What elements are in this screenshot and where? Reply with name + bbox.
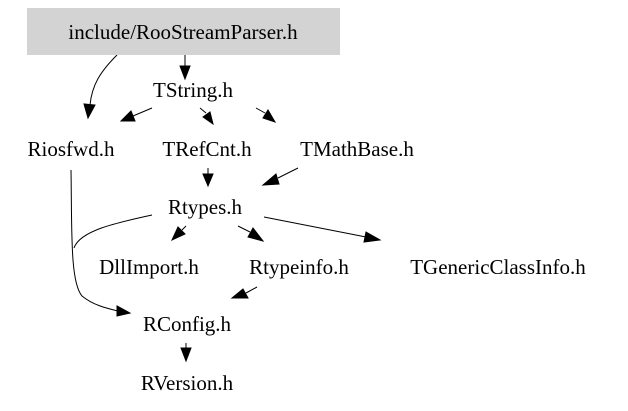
- edge-line: [181, 225, 187, 231]
- node-label: include/RooStreamParser.h: [68, 20, 298, 44]
- node-label: TGenericClassInfo.h: [410, 255, 586, 279]
- arrow-head: [262, 109, 277, 123]
- edge-line: [237, 225, 251, 233]
- node-label: RVersion.h: [141, 371, 234, 395]
- edge-tstring-tmathbase: [255, 107, 277, 123]
- node-rconfig[interactable]: RConfig.h: [143, 312, 232, 336]
- edge-tstring-riosfwd: [119, 107, 153, 122]
- node-label: DllImport.h: [99, 255, 199, 279]
- node-rtypes[interactable]: Rtypes.h: [168, 195, 243, 219]
- arrow-head: [170, 226, 186, 242]
- node-label: Rtypes.h: [168, 195, 243, 219]
- edge-line: [70, 169, 119, 312]
- edge-line: [263, 216, 367, 238]
- edge-line: [73, 214, 153, 249]
- arrow-head: [179, 65, 191, 81]
- nodes: include/RooStreamParser.h TString.h Rios…: [27, 8, 586, 395]
- node-label: Riosfwd.h: [28, 137, 115, 161]
- node-tmathbase[interactable]: TMathBase.h: [300, 137, 414, 161]
- node-rversion[interactable]: RVersion.h: [141, 371, 234, 395]
- arrow-head: [83, 103, 96, 120]
- edges: [70, 54, 382, 363]
- arrow-head: [119, 110, 136, 122]
- edge-trefcnt-rtypes: [202, 168, 214, 188]
- edge-rtypes-rtypeinfo: [237, 225, 265, 242]
- node-tstring[interactable]: TString.h: [153, 78, 233, 102]
- arrow-head: [230, 288, 249, 299]
- edge-riosfwd-rconfig: [70, 169, 132, 317]
- node-roostreamparser[interactable]: include/RooStreamParser.h: [27, 8, 340, 55]
- edge-rtypes-rconfig: [73, 214, 153, 249]
- arrow-head: [202, 111, 214, 126]
- edge-rtypes-tgenericclassinfo: [263, 216, 382, 243]
- node-dllimport[interactable]: DllImport.h: [99, 255, 199, 279]
- edge-rconfig-rversion: [180, 343, 192, 363]
- edge-line: [277, 167, 299, 179]
- node-label: TMathBase.h: [300, 137, 414, 161]
- arrow-head: [116, 305, 132, 317]
- edge-line: [199, 107, 207, 114]
- arrow-head: [180, 347, 192, 363]
- node-label: TRefCnt.h: [162, 137, 252, 161]
- edge-line: [132, 107, 153, 117]
- node-label: RConfig.h: [143, 312, 232, 336]
- edge-tstring-trefcnt: [199, 107, 214, 126]
- arrow-head: [247, 227, 265, 242]
- edge-roostreamparser-riosfwd: [83, 54, 118, 120]
- node-label: TString.h: [153, 78, 233, 102]
- edge-rtypeinfo-rconfig: [230, 286, 258, 299]
- node-label: Rtypeinfo.h: [249, 255, 349, 279]
- edge-line: [245, 286, 258, 294]
- node-trefcnt[interactable]: TRefCnt.h: [162, 137, 252, 161]
- arrow-head: [363, 231, 382, 243]
- arrow-head: [202, 173, 214, 188]
- edge-rtypes-dllimport: [170, 225, 187, 242]
- edge-line: [255, 107, 266, 114]
- node-riosfwd[interactable]: Riosfwd.h: [28, 137, 115, 161]
- edge-tmathbase-rtypes: [261, 167, 299, 186]
- node-highlight-box: [27, 8, 340, 55]
- edge-line: [89, 54, 118, 106]
- node-rtypeinfo[interactable]: Rtypeinfo.h: [249, 255, 349, 279]
- edge-roostreamparser-tstring: [179, 55, 191, 81]
- arrow-head: [261, 173, 280, 186]
- node-tgenericclassinfo[interactable]: TGenericClassInfo.h: [410, 255, 586, 279]
